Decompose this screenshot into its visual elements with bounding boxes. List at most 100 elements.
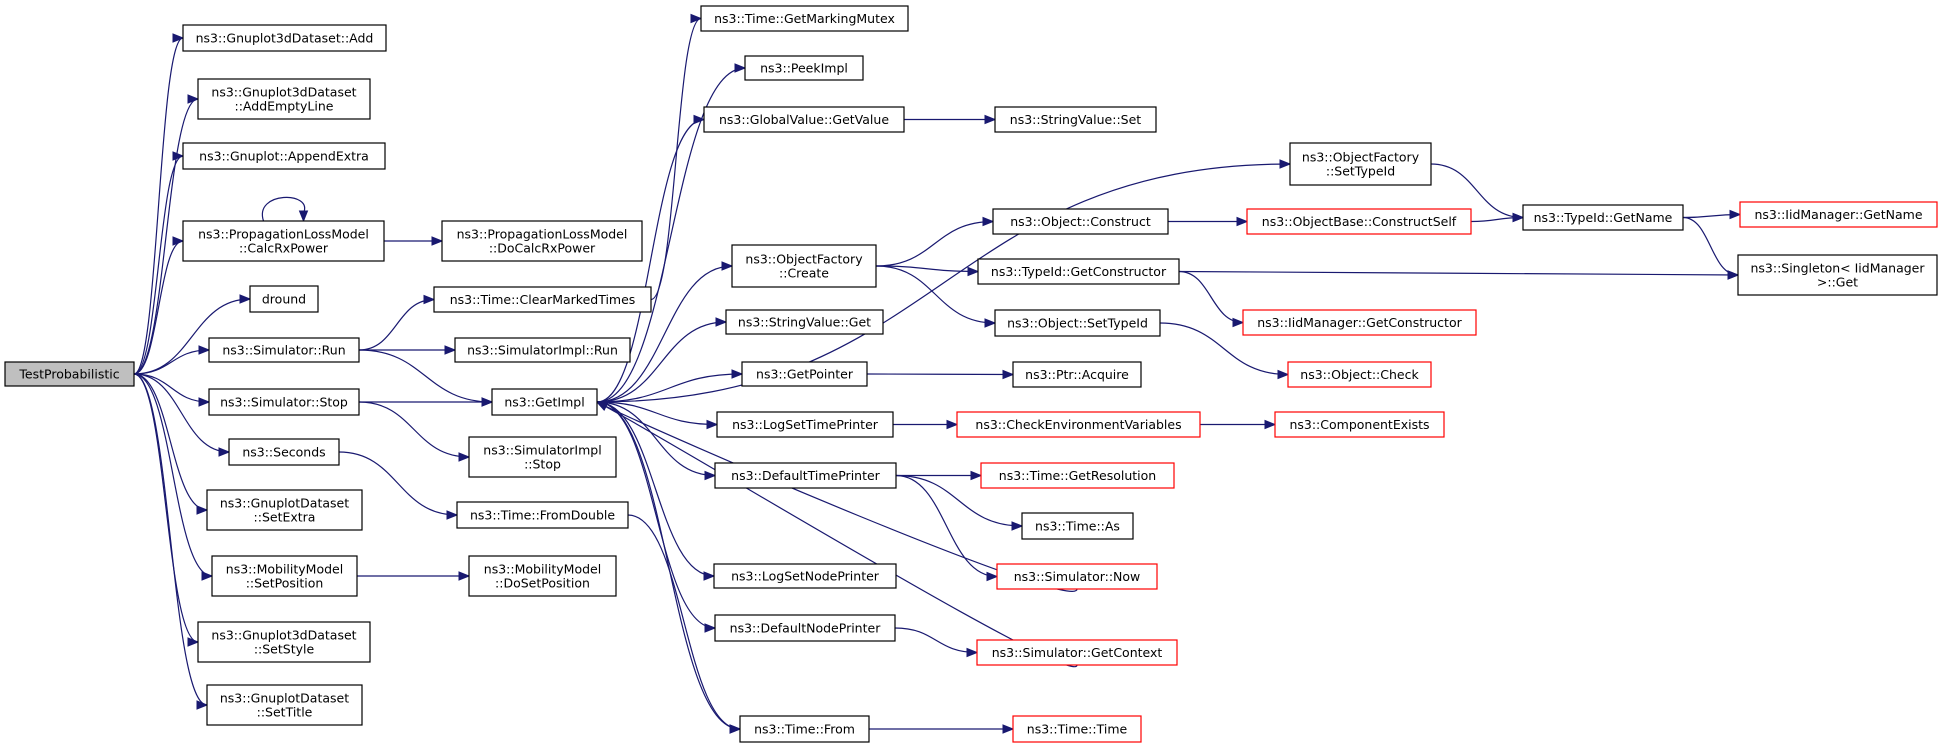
node-compExists[interactable]: ns3::ComponentExists (1274, 411, 1445, 438)
edge-simRun-to-clearMarked-arrowhead (423, 294, 436, 305)
node-g3dAdd[interactable]: ns3::Gnuplot3dDataset::Add (182, 24, 387, 52)
node-singletonGet[interactable]: ns3::Singleton< IidManager>::Get (1737, 254, 1938, 296)
node-singletonGet-label-line-0: ns3::Singleton< IidManager (1750, 261, 1925, 276)
node-objSetTid[interactable]: ns3::Object::SetTypeId (994, 309, 1161, 337)
node-timeFrom[interactable]: ns3::Time::From (739, 715, 870, 743)
edge-simStop-to-simImplStop-arrowhead (458, 452, 471, 462)
node-svGet[interactable]: ns3::StringValue::Get (725, 309, 884, 335)
edge-simRun-to-simImplRun-arrowhead (444, 345, 457, 355)
edge-getImpl-to-defTime (596, 401, 717, 481)
edge-root-to-gdSetTitle (133, 373, 209, 710)
edge-defTime-to-simNow-line (895, 474, 998, 578)
node-simStop-box (208, 388, 360, 416)
edge-getImpl-to-logSetTime (596, 401, 719, 430)
node-svSet[interactable]: ns3::StringValue::Set (994, 106, 1157, 133)
node-timeTime[interactable]: ns3::Time::Time (1012, 715, 1142, 743)
edge-calcRx-to-calcRx (261, 196, 309, 223)
node-timeAs[interactable]: ns3::Time::As (1021, 512, 1134, 540)
edge-getPointer-to-ptrAcquire-arrowhead (1002, 369, 1015, 380)
edge-getImpl-to-peekImpl-line (596, 67, 746, 403)
edge-objSetTid-to-objCheck-arrowhead (1277, 369, 1290, 380)
node-ofCreate[interactable]: ns3::ObjectFactory::Create (731, 244, 877, 288)
node-markingMutex-label-line-0: ns3::Time::GetMarkingMutex (714, 11, 895, 26)
edge-root-to-g3dAddEmpty-arrowhead (187, 94, 200, 104)
node-simImplRun[interactable]: ns3::SimulatorImpl::Run (454, 337, 631, 363)
node-logSetNode-box (713, 563, 897, 589)
edge-defTime-to-getRes-arrowhead (970, 470, 983, 481)
node-svSet-box (994, 106, 1157, 133)
edge-calcRx-to-calcRx-line (261, 196, 306, 222)
node-defNode-label-line-0: ns3::DefaultNodePrinter (730, 621, 882, 636)
node-tidGetName[interactable]: ns3::TypeId::GetName (1522, 204, 1684, 231)
node-logSetNode[interactable]: ns3::LogSetNodePrinter (713, 563, 897, 589)
edge-getImpl-to-ofSetTid (596, 159, 1292, 403)
node-svGet-label-line-0: ns3::StringValue::Get (738, 315, 871, 330)
node-markingMutex[interactable]: ns3::Time::GetMarkingMutex (700, 5, 909, 32)
node-getImpl-label-line-0: ns3::GetImpl (504, 395, 584, 410)
node-peekImpl-label-line-0: ns3::PeekImpl (760, 61, 848, 76)
node-seconds[interactable]: ns3::Seconds (228, 438, 340, 466)
edge-root-to-appendExtra (133, 151, 185, 375)
node-timeFrom-label-line-0: ns3::Time::From (754, 722, 855, 737)
node-tidGetCtor[interactable]: ns3::TypeId::GetConstructor (977, 258, 1180, 285)
node-objCheck[interactable]: ns3::Object::Check (1287, 361, 1432, 388)
node-gdSetExtra[interactable]: ns3::GnuplotDataset::SetExtra (206, 489, 363, 531)
node-clearMarked[interactable]: ns3::Time::ClearMarkedTimes (433, 286, 652, 313)
node-dround[interactable]: dround (249, 285, 319, 313)
node-getRes[interactable]: ns3::Time::GetResolution (980, 462, 1175, 489)
node-simStop[interactable]: ns3::Simulator::Stop (208, 388, 360, 416)
node-g3dAddEmpty-box (197, 78, 371, 120)
node-mmDoSetPos[interactable]: ns3::MobilityModel::DoSetPosition (468, 555, 617, 597)
edge-clearMarked-to-markingMutex-arrowhead (690, 13, 703, 24)
node-iidGetName[interactable]: ns3::IidManager::GetName (1739, 201, 1938, 228)
node-fromDouble[interactable]: ns3::Time::FromDouble (456, 501, 629, 529)
node-peekImpl[interactable]: ns3::PeekImpl (744, 55, 864, 81)
node-root[interactable]: TestProbabilistic (4, 361, 135, 387)
node-mmSetPos[interactable]: ns3::MobilityModel::SetPosition (211, 555, 358, 597)
node-simImplRun-label-line-0: ns3::SimulatorImpl::Run (467, 343, 618, 358)
node-gdSetTitle[interactable]: ns3::GnuplotDataset::SetTitle (206, 684, 363, 726)
node-defNode[interactable]: ns3::DefaultNodePrinter (714, 614, 896, 642)
node-logSetTime[interactable]: ns3::LogSetTimePrinter (716, 411, 894, 438)
node-g3dSetStyle-box (197, 621, 371, 663)
node-simNow-label-line-0: ns3::Simulator::Now (1014, 569, 1141, 584)
node-g3dAddEmpty[interactable]: ns3::Gnuplot3dDataset::AddEmptyLine (197, 78, 371, 120)
node-iidGetCtor[interactable]: ns3::IidManager::GetConstructor (1242, 309, 1477, 336)
node-getPointer[interactable]: ns3::GetPointer (741, 361, 868, 387)
edge-fromDouble-to-timeFrom (627, 514, 742, 734)
node-defTime[interactable]: ns3::DefaultTimePrinter (714, 462, 897, 489)
node-ptrAcquire[interactable]: ns3::Ptr::Acquire (1012, 361, 1142, 388)
node-obConstructSelf-label-line-0: ns3::ObjectBase::ConstructSelf (1262, 214, 1457, 229)
node-simImplStop[interactable]: ns3::SimulatorImpl::Stop (468, 436, 617, 478)
node-doCalcRx-label-line-0: ns3::PropagationLossModel (457, 227, 628, 242)
node-simImplStop-box (468, 436, 617, 478)
node-iidGetName-box (1739, 201, 1938, 228)
node-simNow[interactable]: ns3::Simulator::Now (996, 563, 1158, 590)
node-checkEnv[interactable]: ns3::CheckEnvironmentVariables (956, 411, 1201, 438)
node-g3dSetStyle[interactable]: ns3::Gnuplot3dDataset::SetStyle (197, 621, 371, 663)
node-simGetCtx[interactable]: ns3::Simulator::GetContext (976, 639, 1178, 666)
edge-getImpl-to-ofSetTid-arrowhead (1279, 159, 1292, 169)
node-objConstruct[interactable]: ns3::Object::Construct (992, 208, 1169, 235)
edge-ofCreate-to-objSetTid (875, 265, 997, 328)
node-ofSetTid[interactable]: ns3::ObjectFactory::SetTypeId (1289, 142, 1432, 186)
node-getImpl[interactable]: ns3::GetImpl (491, 388, 598, 416)
node-g3dSetStyle-label-line-1: ::SetStyle (254, 642, 315, 657)
node-ofCreate-label-line-0: ns3::ObjectFactory (745, 252, 863, 267)
edge-root-to-calcRx-arrowhead (172, 236, 185, 246)
edge-getImpl-to-defTime-line (596, 401, 716, 477)
edge-defTime-to-timeAs (895, 474, 1024, 531)
edge-ofSetTid-to-tidGetName (1430, 163, 1525, 223)
node-obConstructSelf[interactable]: ns3::ObjectBase::ConstructSelf (1246, 208, 1472, 235)
node-gvGetValue[interactable]: ns3::GlobalValue::GetValue (703, 106, 905, 133)
node-getPointer-box (741, 361, 868, 387)
node-defNode-box (714, 614, 896, 642)
node-appendExtra[interactable]: ns3::Gnuplot::AppendExtra (182, 142, 386, 170)
edge-getImpl-to-svGet (596, 317, 728, 403)
node-doCalcRx[interactable]: ns3::PropagationLossModel::DoCalcRxPower (441, 220, 643, 262)
node-timeAs-label-line-0: ns3::Time::As (1035, 519, 1120, 534)
edge-objConstruct-to-obConstructSelf-arrowhead (1236, 216, 1249, 227)
node-calcRx[interactable]: ns3::PropagationLossModel::CalcRxPower (182, 220, 385, 262)
edge-simStop-to-getImpl (359, 397, 494, 407)
node-simRun[interactable]: ns3::Simulator::Run (208, 337, 360, 363)
